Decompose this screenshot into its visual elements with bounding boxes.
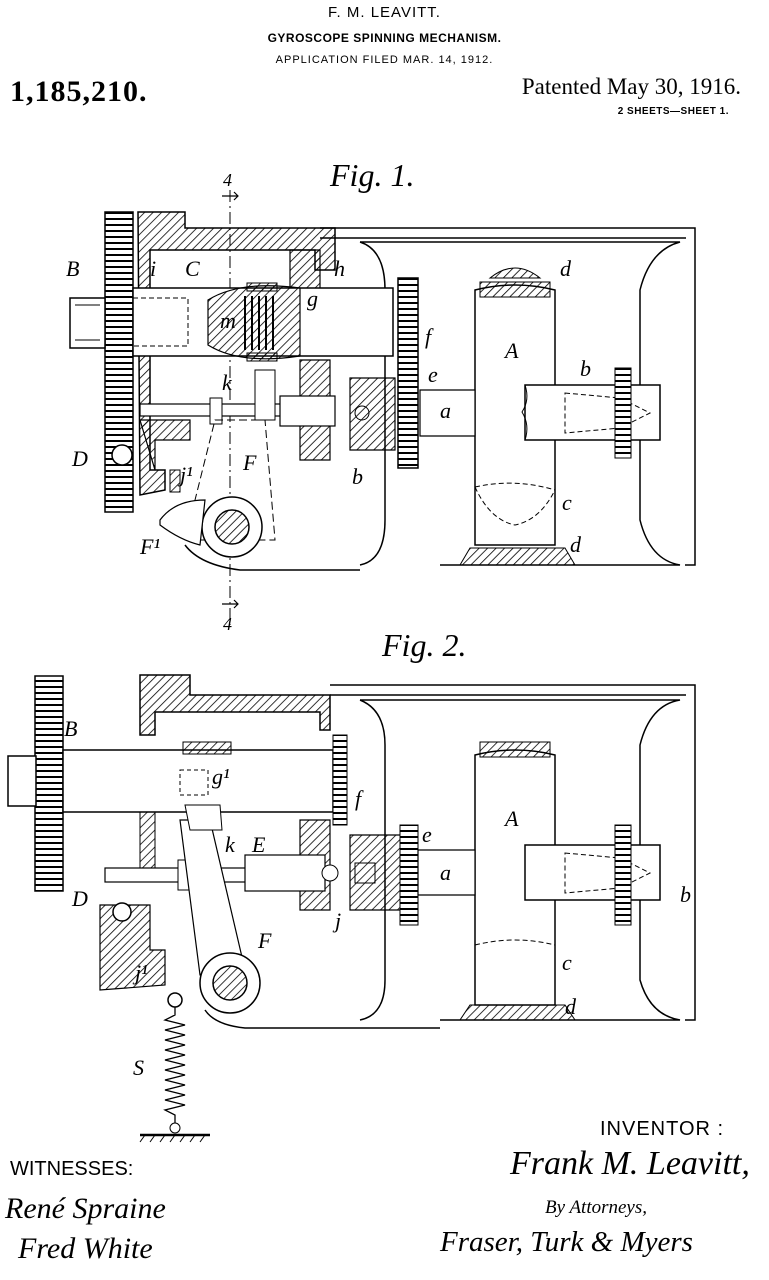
fig2-label-e-upper: E xyxy=(251,832,266,857)
fig1-label-section-top: 4 xyxy=(223,170,232,190)
fig1-label-h: h xyxy=(334,256,345,281)
fig1-label-c-rotor: c xyxy=(562,490,572,515)
fig1-label-b-gear: B xyxy=(66,256,79,281)
fig2-title: Fig. 2. xyxy=(381,627,466,663)
fig1-label-m: m xyxy=(220,308,236,333)
sheets-note: 2 SHEETS—SHEET 1. xyxy=(617,106,729,117)
gear-b xyxy=(104,211,134,513)
fig1-title: Fig. 1. xyxy=(329,157,414,193)
fig1-label-f: f xyxy=(425,324,434,349)
fig1-label-j1: j¹ xyxy=(177,462,193,487)
fig2-label-b: b xyxy=(680,882,691,907)
fig1-label-section-bottom: 4 xyxy=(223,614,232,634)
fig1-label-d: D xyxy=(71,446,88,471)
fig2-label-s: S xyxy=(133,1055,144,1080)
fig1-label-d-bottom: d xyxy=(570,532,582,557)
by-attorneys: By Attorneys, xyxy=(545,1197,648,1218)
fig2-label-a: a xyxy=(440,860,451,885)
fig1-label-e: e xyxy=(428,362,438,387)
fig2-label-d-bottom: d xyxy=(565,994,577,1019)
fig2-label-c: c xyxy=(562,950,572,975)
fig2-label-k: k xyxy=(225,832,236,857)
fig1-label-c: C xyxy=(185,256,200,281)
fig1-label-i: i xyxy=(150,256,156,281)
fig2-label-j1: j¹ xyxy=(132,960,148,985)
fig2-label-e: e xyxy=(422,822,432,847)
witnesses-label: WITNESSES: xyxy=(10,1158,134,1180)
fig2-label-a-rotor: A xyxy=(503,806,519,831)
patented-date: Patented May 30, 1916. xyxy=(521,74,741,99)
fig2-label-f: f xyxy=(355,786,364,811)
fig1-label-g: g xyxy=(307,286,318,311)
fig1-label-f1: F¹ xyxy=(139,534,160,559)
fig2-label-j: j xyxy=(332,908,341,933)
patent-number: 1,185,210. xyxy=(10,75,148,108)
spring-s xyxy=(163,1007,186,1125)
gear-f xyxy=(397,277,419,469)
fig1-label-b-lower: b xyxy=(352,464,363,489)
inventor-name: F. M. LEAVITT. xyxy=(328,4,441,21)
patent-title: GYROSCOPE SPINNING MECHANISM. xyxy=(267,31,502,45)
fig1-label-a: a xyxy=(440,398,451,423)
witness-signature-1: René Spraine xyxy=(5,1192,166,1225)
fig1-label-a-rotor: A xyxy=(503,338,519,363)
fig2-label-f-lever: F xyxy=(257,928,272,953)
inventor-signature: Frank M. Leavitt, xyxy=(510,1145,750,1182)
figure-1: Fig. 1. xyxy=(66,157,696,634)
fig2-label-d: D xyxy=(71,886,88,911)
witness-signature-2: Fred White xyxy=(18,1232,153,1265)
application-filed: APPLICATION FILED MAR. 14, 1912. xyxy=(275,54,494,66)
fig1-label-f-lever: F xyxy=(242,450,257,475)
attorney-signature: Fraser, Turk & Myers xyxy=(440,1226,693,1258)
fig1-label-d-top: d xyxy=(560,256,572,281)
fig2-label-g1: g¹ xyxy=(212,764,230,789)
fig1-label-b-right: b xyxy=(580,356,591,381)
fig1-label-k: k xyxy=(222,370,233,395)
fig2-label-b-gear: B xyxy=(64,716,77,741)
figure-2: Fig. 2. xyxy=(7,627,696,1143)
inventor-label: INVENTOR : xyxy=(600,1118,725,1140)
fig2-gear-b xyxy=(34,675,64,892)
